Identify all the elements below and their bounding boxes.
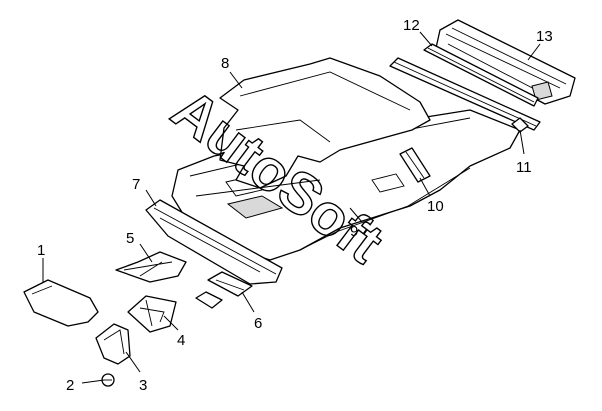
leader-lines [42, 31, 541, 384]
part-7-front-header [145, 199, 283, 285]
part-4-console [127, 295, 177, 333]
callout-7: 7 [132, 176, 140, 193]
callout-5: 5 [126, 230, 134, 247]
callout-4: 4 [177, 332, 185, 349]
callout-2: 2 [66, 377, 74, 394]
part-13-rear-rail [435, 19, 576, 105]
callout-1: 1 [37, 242, 45, 259]
callout-9: 9 [350, 223, 358, 240]
roof-bow-long [389, 57, 541, 131]
part-1-sun-visor [23, 279, 99, 327]
part-11-rear-bow [511, 117, 529, 133]
callout-10: 10 [427, 198, 444, 215]
callout-13: 13 [536, 28, 553, 45]
part-10-strip [399, 147, 431, 183]
part-6-lamp [195, 271, 253, 309]
part-5-bracket [115, 251, 187, 283]
callout-8: 8 [221, 55, 229, 72]
part-3-handle [95, 323, 131, 365]
part-12-roof-bow [423, 43, 539, 107]
callout-3: 3 [139, 377, 147, 394]
callout-12: 12 [403, 17, 420, 34]
callouts: 1 2 3 4 5 6 7 8 9 10 11 12 13 [37, 17, 553, 394]
part-8-sunroof-panel [219, 57, 431, 219]
callout-11: 11 [516, 159, 532, 176]
callout-6: 6 [254, 315, 262, 332]
